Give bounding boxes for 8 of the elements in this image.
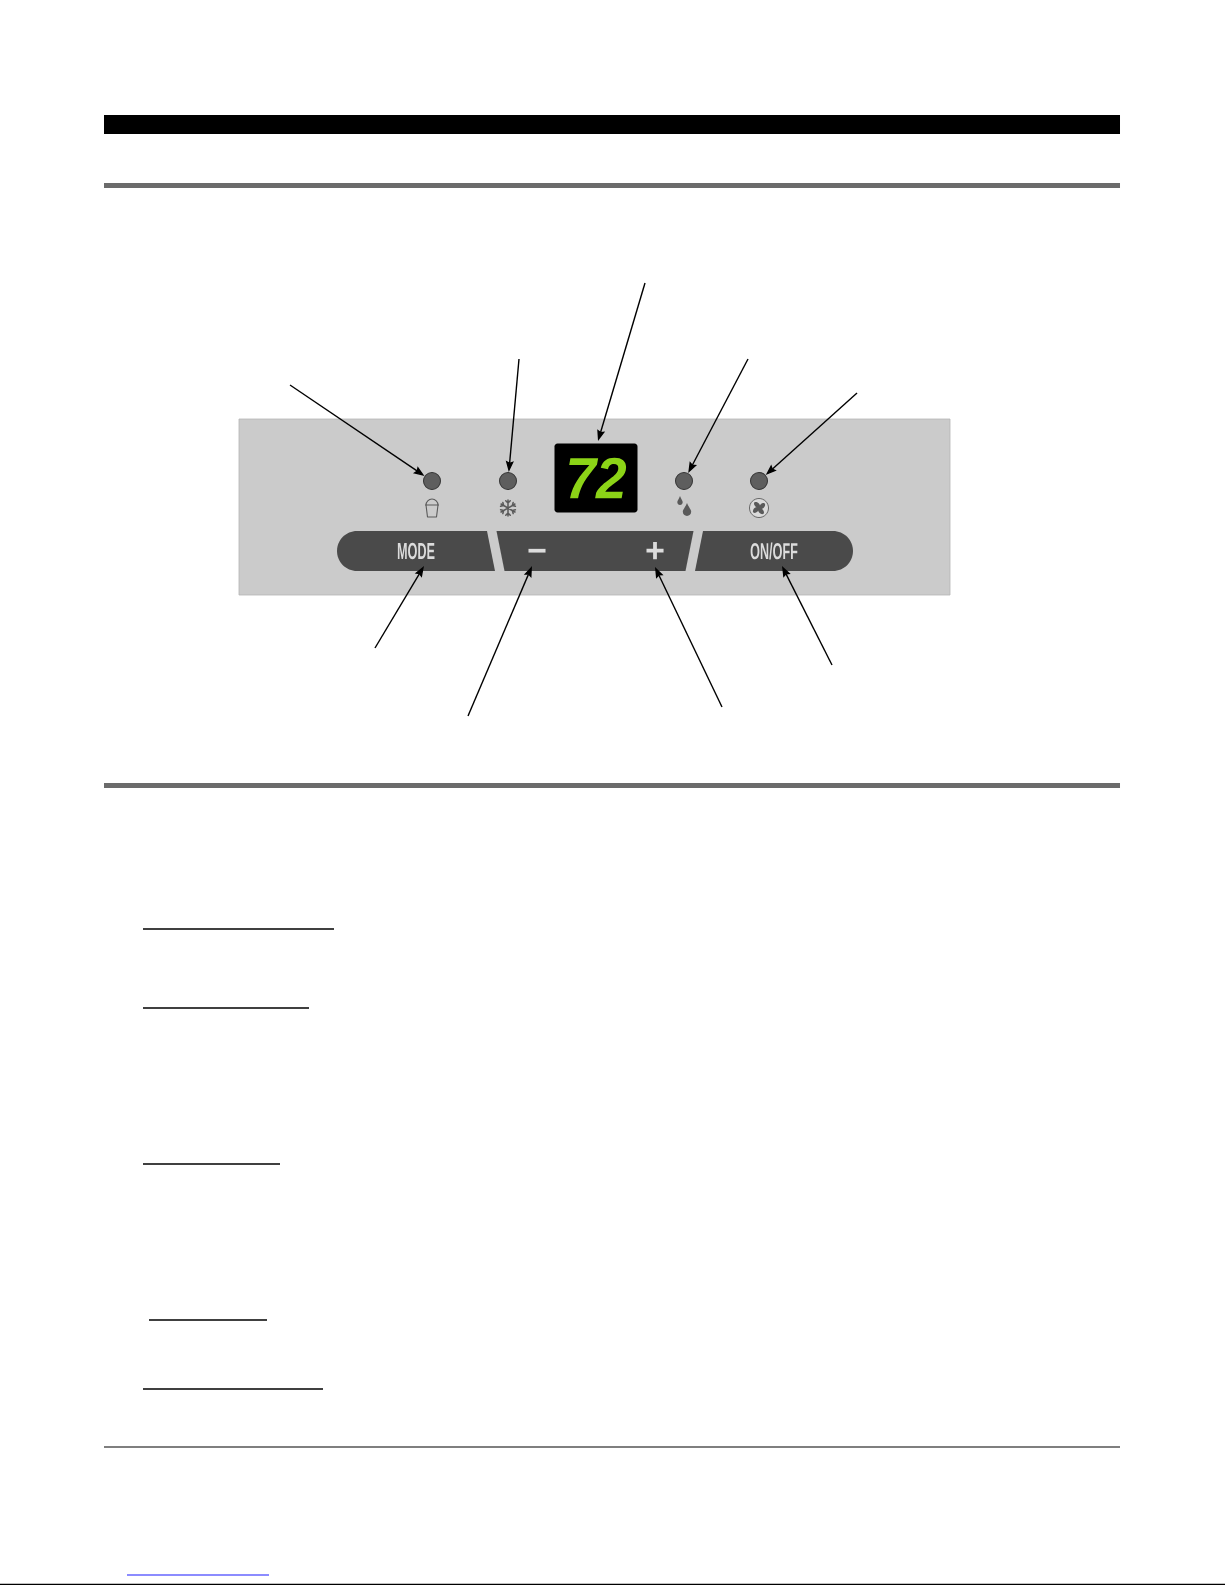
- button: MODE: [337, 531, 495, 571]
- button: ON/OFF: [695, 531, 853, 571]
- indicator-light: [750, 472, 768, 490]
- button: − +: [496, 531, 694, 571]
- indicator-light: [423, 472, 441, 490]
- indicator-light: [675, 472, 693, 490]
- digital-display: 72: [554, 443, 638, 513]
- indicator-light: [499, 472, 517, 490]
